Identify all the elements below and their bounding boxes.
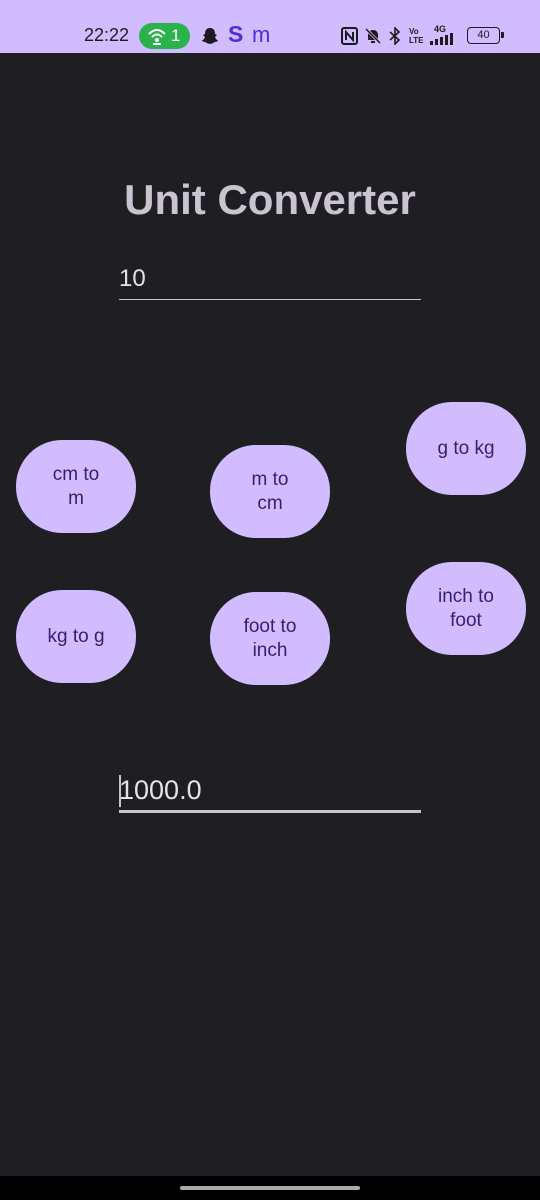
s-app-icon: S: [228, 21, 244, 47]
network-type: 4G: [434, 24, 447, 34]
navigation-bar: [0, 1176, 540, 1200]
output-field-container: [119, 772, 421, 813]
cm-to-m-button[interactable]: cm to m: [16, 440, 136, 533]
volte-icon: Vo LTE: [409, 27, 424, 45]
text-caret: [119, 775, 121, 807]
signal-icon: [430, 33, 453, 45]
status-bar: 22:22 1 S m Vo LTE 4G 40: [0, 0, 540, 53]
foot-to-inch-button[interactable]: foot to inch: [210, 592, 330, 685]
value-input[interactable]: [119, 262, 421, 296]
status-time: 22:22: [84, 25, 130, 45]
battery-level: 40: [477, 29, 490, 41]
hotspot-count: 1: [171, 26, 181, 45]
inch-to-foot-label: inch to foot: [438, 585, 494, 631]
hotspot-indicator: 1: [139, 23, 190, 49]
home-gesture-handle[interactable]: [180, 1186, 360, 1190]
g-to-kg-label: g to kg: [437, 437, 495, 459]
m-to-cm-label: m to cm: [251, 468, 289, 514]
bluetooth-icon: [389, 27, 401, 45]
inch-to-foot-button[interactable]: inch to foot: [406, 562, 526, 655]
input-field-container: [119, 262, 421, 300]
snapchat-icon: [202, 28, 218, 44]
m-to-cm-button[interactable]: m to cm: [210, 445, 330, 538]
bell-muted-icon: [364, 27, 382, 45]
foot-to-inch-label: foot to inch: [243, 615, 297, 661]
nfc-icon: [341, 27, 358, 45]
m-app-icon: m: [252, 22, 271, 47]
hotspot-icon: [148, 29, 166, 45]
kg-to-g-button[interactable]: kg to g: [16, 590, 136, 683]
battery-icon: 40: [467, 27, 504, 44]
page-title: Unit Converter: [124, 176, 416, 223]
g-to-kg-button[interactable]: g to kg: [406, 402, 526, 495]
result-output[interactable]: [119, 772, 421, 809]
kg-to-g-label: kg to g: [47, 625, 105, 647]
cm-to-m-label: cm to m: [52, 463, 100, 509]
